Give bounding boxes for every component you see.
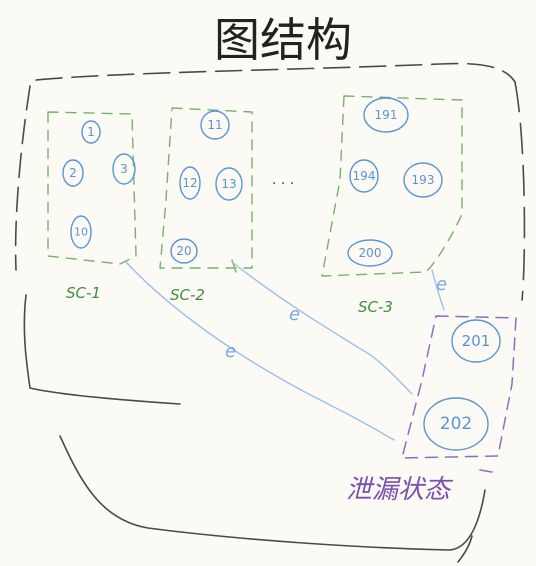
node[interactable]: 194 bbox=[349, 159, 379, 193]
node[interactable]: 201 bbox=[451, 319, 501, 363]
node[interactable]: 191 bbox=[363, 97, 409, 133]
node[interactable]: 20 bbox=[170, 238, 198, 264]
svg-text:12: 12 bbox=[182, 176, 197, 190]
svg-text:3: 3 bbox=[120, 162, 128, 176]
diagram-title: 图结构 bbox=[214, 13, 352, 67]
edge-label: e bbox=[289, 304, 300, 325]
svg-text:10: 10 bbox=[74, 226, 88, 239]
node[interactable]: 1 bbox=[81, 120, 101, 144]
edge-label: e bbox=[225, 341, 236, 362]
group-sc-3: 191 194 193 200 bbox=[321, 95, 463, 277]
node[interactable]: 3 bbox=[112, 153, 136, 185]
leak-zone-label: 泄漏状态 bbox=[346, 475, 454, 505]
node[interactable]: 10 bbox=[70, 215, 92, 249]
node[interactable]: 200 bbox=[347, 239, 393, 267]
svg-text:11: 11 bbox=[207, 118, 222, 132]
svg-text:193: 193 bbox=[412, 173, 435, 187]
leak-zone: 201 202 bbox=[401, 315, 517, 473]
group-label-sc-3: SC-3 bbox=[358, 298, 393, 316]
svg-text:2: 2 bbox=[69, 166, 77, 180]
node[interactable]: 11 bbox=[200, 110, 230, 140]
group-sc-1: 1 2 3 10 bbox=[47, 111, 137, 265]
svg-text:200: 200 bbox=[359, 246, 382, 260]
outer-container bbox=[14, 62, 526, 301]
node[interactable]: 13 bbox=[215, 167, 243, 201]
svg-text:20: 20 bbox=[176, 244, 191, 258]
node[interactable]: 202 bbox=[423, 397, 489, 451]
group-sc-2: 11 12 13 20 bbox=[159, 107, 253, 273]
svg-text:202: 202 bbox=[440, 414, 472, 434]
svg-text:1: 1 bbox=[87, 125, 95, 139]
node[interactable]: 2 bbox=[62, 159, 84, 187]
svg-text:191: 191 bbox=[375, 108, 398, 122]
svg-text:13: 13 bbox=[221, 177, 236, 191]
node[interactable]: 193 bbox=[403, 162, 443, 198]
lower-outline bbox=[23, 294, 486, 563]
group-label-sc-1: SC-1 bbox=[66, 284, 101, 302]
svg-text:194: 194 bbox=[353, 169, 376, 183]
svg-text:201: 201 bbox=[462, 332, 491, 350]
group-ellipsis: . . . bbox=[272, 172, 294, 188]
node[interactable]: 12 bbox=[179, 166, 201, 200]
group-label-sc-2: SC-2 bbox=[170, 286, 205, 304]
edges bbox=[125, 261, 445, 441]
edge-label: e bbox=[436, 274, 447, 295]
